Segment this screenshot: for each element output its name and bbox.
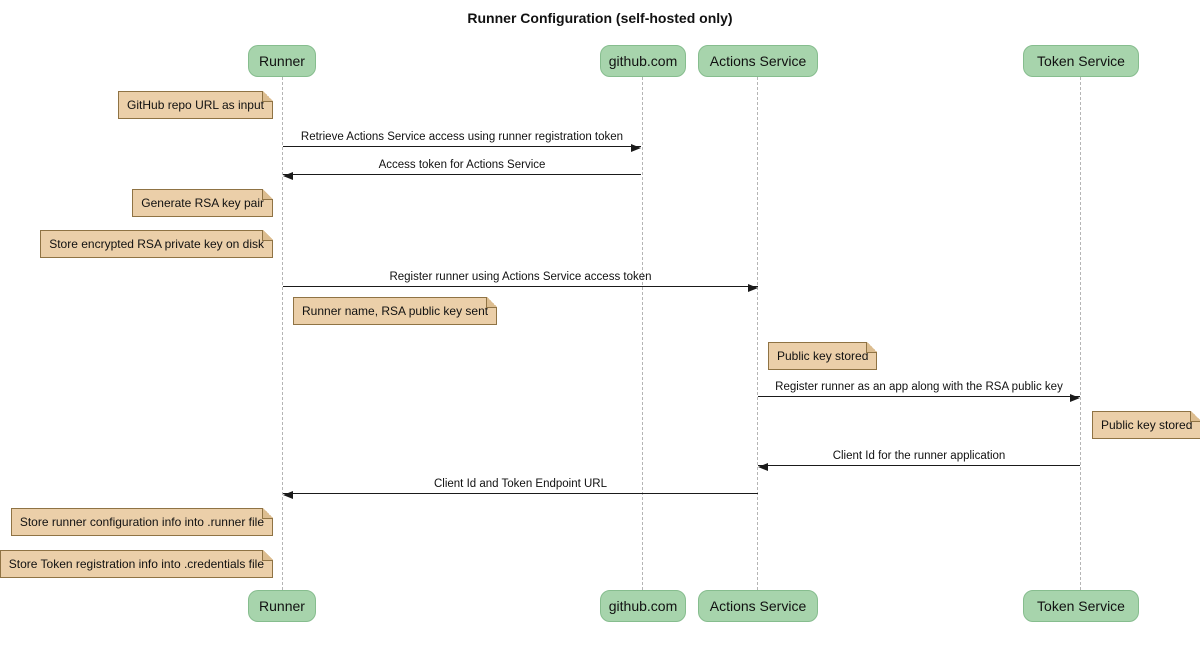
note-fold-icon (262, 508, 273, 519)
arrowhead-left-icon (283, 171, 293, 180)
message-line (758, 465, 1080, 466)
note-fold-icon (1190, 411, 1200, 422)
lifeline-token-service (1080, 77, 1081, 590)
note-fold-icon (262, 230, 273, 241)
lifeline-github (642, 77, 643, 590)
note-text: Public key stored (1101, 418, 1193, 432)
message-client-id-endpoint: Client Id and Token Endpoint URL (283, 474, 758, 499)
note-text: Store Token registration info into .cred… (8, 557, 264, 571)
message-line (758, 396, 1080, 397)
diagram-title: Runner Configuration (self-hosted only) (467, 10, 733, 26)
arrowhead-right-icon (1070, 393, 1080, 402)
message-line (283, 493, 758, 494)
message-label: Retrieve Actions Service access using ru… (300, 131, 624, 143)
message-client-id-returned: Client Id for the runner application (758, 446, 1080, 471)
participant-token-service-top: Token Service (1023, 45, 1139, 77)
arrowhead-right-icon (631, 143, 641, 152)
note-runner-name-sent: Runner name, RSA public key sent (293, 297, 498, 325)
note-github-repo-url: GitHub repo URL as input (118, 91, 273, 119)
note-text: Store encrypted RSA private key on disk (49, 237, 264, 251)
participant-runner-top: Runner (248, 45, 316, 77)
note-fold-icon (262, 91, 273, 102)
participant-actions-service-top: Actions Service (698, 45, 818, 77)
note-text: GitHub repo URL as input (127, 98, 264, 112)
note-text: Runner name, RSA public key sent (302, 304, 489, 318)
note-text: Public key stored (777, 349, 869, 363)
note-fold-icon (866, 342, 878, 353)
message-line (283, 286, 758, 287)
lifeline-runner (282, 77, 283, 590)
message-access-token-returned: Access token for Actions Service (283, 155, 641, 180)
note-store-private-key: Store encrypted RSA private key on disk (40, 230, 273, 258)
message-label: Register runner as an app along with the… (775, 381, 1063, 393)
note-fold-icon (486, 297, 498, 308)
message-label: Register runner using Actions Service ac… (389, 271, 652, 283)
note-store-credentials-file: Store Token registration info into .cred… (0, 550, 273, 578)
arrowhead-left-icon (758, 462, 768, 471)
note-public-key-stored-token: Public key stored (1092, 411, 1200, 439)
message-register-runner: Register runner using Actions Service ac… (283, 267, 758, 292)
message-register-runner-app: Register runner as an app along with the… (758, 377, 1080, 402)
participant-runner-bottom: Runner (248, 590, 316, 622)
note-fold-icon (262, 189, 273, 200)
message-line (283, 174, 641, 175)
message-label: Client Id for the runner application (832, 450, 1006, 462)
message-label: Client Id and Token Endpoint URL (433, 478, 608, 490)
participant-github-top: github.com (600, 45, 686, 77)
arrowhead-left-icon (283, 490, 293, 499)
participant-actions-service-bottom: Actions Service (698, 590, 818, 622)
note-text: Generate RSA key pair (141, 196, 264, 210)
message-label: Access token for Actions Service (378, 159, 546, 171)
participant-token-service-bottom: Token Service (1023, 590, 1139, 622)
message-line (283, 146, 641, 147)
note-generate-rsa-key: Generate RSA key pair (132, 189, 273, 217)
lifeline-actions-service (757, 77, 758, 590)
note-text: Store runner configuration info into .ru… (19, 515, 264, 529)
arrowhead-right-icon (748, 283, 758, 292)
message-retrieve-actions-access: Retrieve Actions Service access using ru… (283, 127, 641, 152)
note-store-runner-file: Store runner configuration info into .ru… (10, 508, 273, 536)
participant-github-bottom: github.com (600, 590, 686, 622)
note-public-key-stored-actions: Public key stored (768, 342, 878, 370)
note-fold-icon (262, 550, 273, 561)
